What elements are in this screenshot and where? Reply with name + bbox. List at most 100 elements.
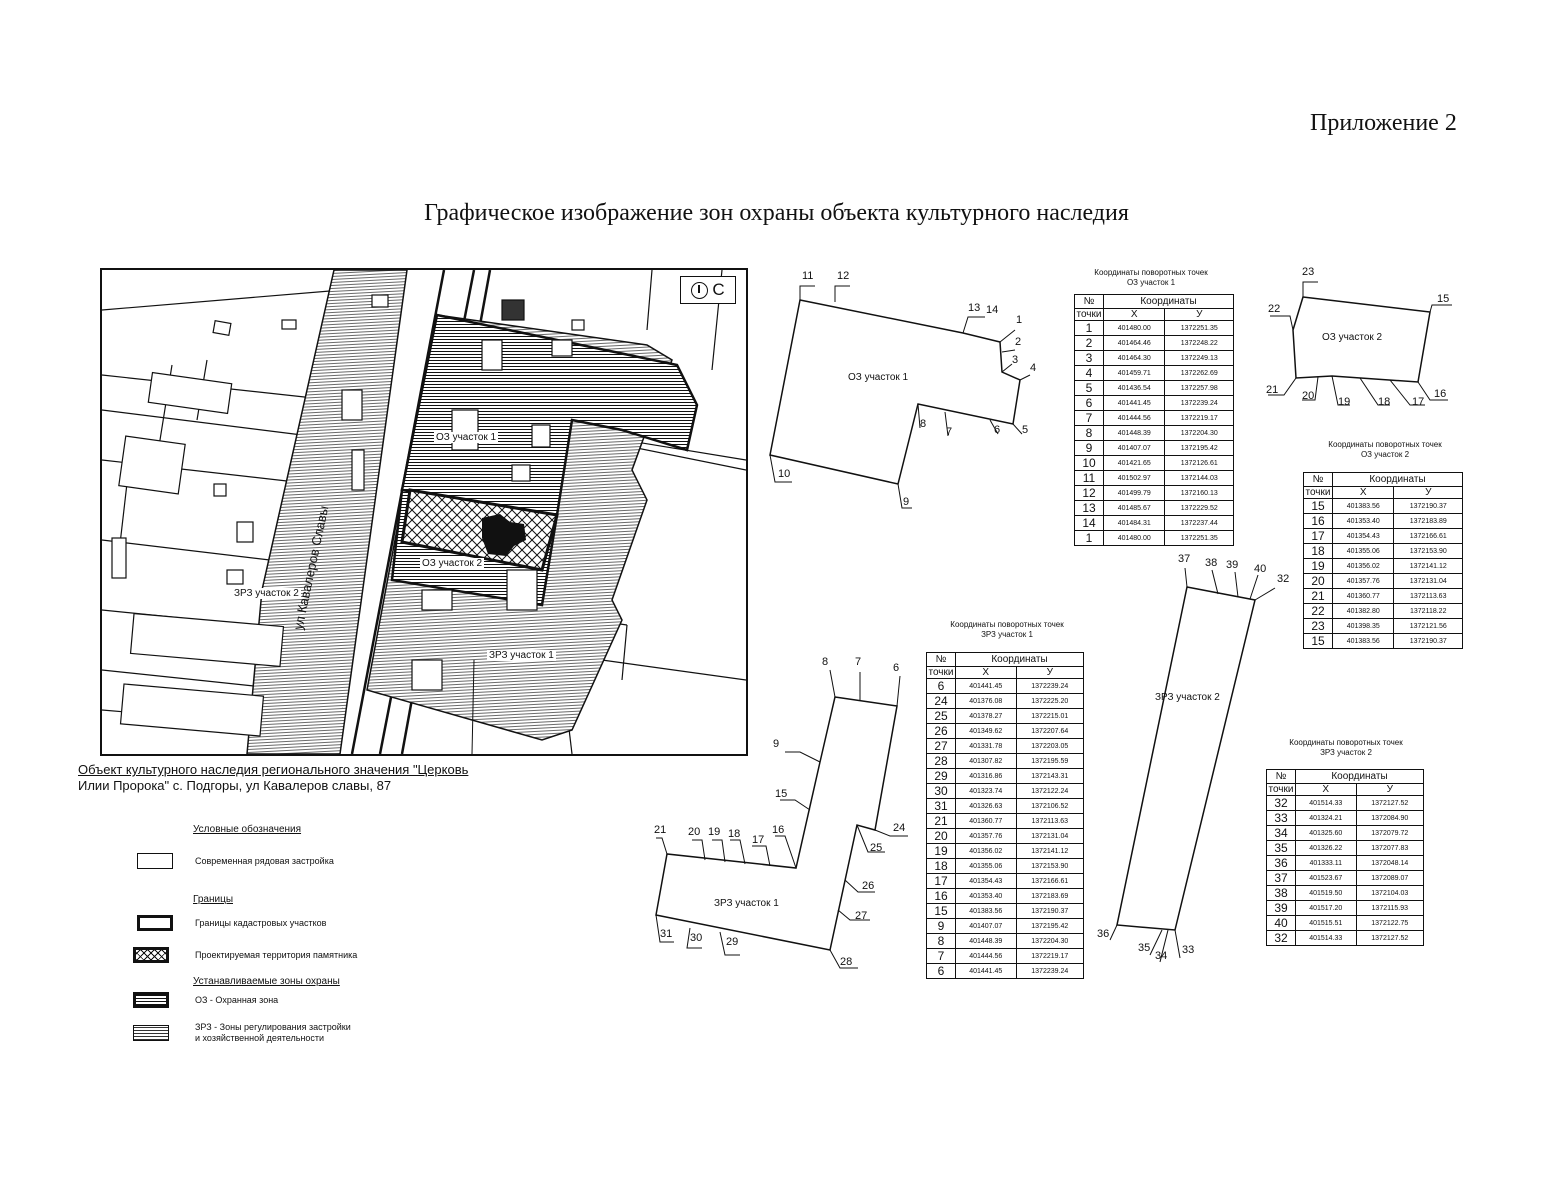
point-label: 11 bbox=[802, 270, 814, 282]
coord-y: 1372195.42 bbox=[1015, 918, 1085, 934]
coord-y: 1372127.52 bbox=[1355, 930, 1425, 946]
legend-zrz-label-1: ЗРЗ - Зоны регулирования застройки bbox=[195, 1022, 351, 1032]
north-arrow: С bbox=[680, 276, 736, 304]
coord-x: 401407.07 bbox=[1102, 440, 1166, 456]
coord-x: 401398.35 bbox=[1331, 618, 1395, 634]
coord-y: 1372127.52 bbox=[1355, 795, 1425, 811]
table-caption-oz1: Координаты поворотных точек ОЗ участок 1 bbox=[1070, 268, 1232, 288]
table-caption-zrz1: Координаты поворотных точек ЗРЗ участок … bbox=[928, 620, 1086, 640]
coord-y: 1372183.89 bbox=[1393, 513, 1463, 529]
coord-x: 401354.43 bbox=[955, 873, 1017, 889]
point-number: 2 bbox=[1074, 335, 1104, 351]
map-frame: ОЗ участок 1 ОЗ участок 2 ЗРЗ участок 1 … bbox=[100, 268, 748, 756]
point-number: 18 bbox=[926, 858, 956, 874]
coord-x: 401383.56 bbox=[1331, 633, 1395, 649]
point-label: 10 bbox=[778, 468, 791, 480]
coord-x: 401441.45 bbox=[1102, 395, 1166, 411]
col-head-no: № bbox=[1074, 294, 1104, 309]
col-head-coords: Координаты bbox=[1332, 472, 1463, 487]
coord-x: 401383.56 bbox=[1331, 498, 1395, 514]
coord-y: 1372190.37 bbox=[1015, 903, 1085, 919]
point-number: 26 bbox=[926, 723, 956, 739]
point-number: 11 bbox=[1074, 470, 1104, 486]
coord-y: 1372203.05 bbox=[1015, 738, 1085, 754]
coord-y: 1372248.22 bbox=[1164, 335, 1234, 351]
point-label: 20 bbox=[688, 826, 701, 838]
coord-x: 401324.21 bbox=[1295, 810, 1357, 826]
legend-cadastral: Границы кадастровых участков bbox=[137, 915, 326, 931]
scheme-oz2-label: ОЗ участок 2 bbox=[1322, 332, 1383, 343]
point-number: 25 bbox=[926, 708, 956, 724]
coord-x: 401480.00 bbox=[1102, 530, 1166, 546]
point-number: 23 bbox=[1303, 618, 1333, 634]
object-caption: Объект культурного наследия региональног… bbox=[78, 762, 478, 794]
point-label: 15 bbox=[1437, 293, 1450, 305]
coord-y: 1372190.37 bbox=[1393, 498, 1463, 514]
point-number: 16 bbox=[1303, 513, 1333, 529]
coord-x: 401382.80 bbox=[1331, 603, 1395, 619]
coord-x: 401444.56 bbox=[955, 948, 1017, 964]
coord-x: 401353.40 bbox=[955, 888, 1017, 904]
point-number: 22 bbox=[1303, 603, 1333, 619]
coord-y: 1372153.90 bbox=[1393, 543, 1463, 559]
legend-zrz: ЗРЗ - Зоны регулирования застройки и хоз… bbox=[133, 1022, 351, 1044]
monument-territory bbox=[400, 488, 559, 572]
map-label-zrz2: ЗРЗ участок 2 bbox=[232, 588, 301, 599]
object-callout-line bbox=[471, 659, 475, 754]
point-number: 21 bbox=[926, 813, 956, 829]
coord-y: 1372215.01 bbox=[1015, 708, 1085, 724]
coord-x: 401356.02 bbox=[955, 843, 1017, 859]
point-label: 23 bbox=[1302, 266, 1315, 278]
point-number: 9 bbox=[926, 918, 956, 934]
coord-x: 401499.79 bbox=[1102, 485, 1166, 501]
col-head-point: точки bbox=[1074, 308, 1104, 321]
coord-x: 401323.74 bbox=[955, 783, 1017, 799]
coord-y: 1372239.24 bbox=[1015, 963, 1085, 979]
page-title: Графическое изображение зон охраны объек… bbox=[424, 200, 1129, 226]
coord-y: 1372089.07 bbox=[1355, 870, 1425, 886]
coord-x: 401325.60 bbox=[1295, 825, 1357, 841]
coord-y: 1372219.17 bbox=[1015, 948, 1085, 964]
point-label: 1 bbox=[1016, 314, 1023, 326]
point-number: 20 bbox=[926, 828, 956, 844]
point-label: 32 bbox=[1277, 573, 1290, 585]
point-number: 24 bbox=[926, 693, 956, 709]
coord-y: 1372104.03 bbox=[1355, 885, 1425, 901]
map-label-oz1: ОЗ участок 1 bbox=[434, 432, 499, 443]
coord-y: 1372219.17 bbox=[1164, 410, 1234, 426]
point-label: 9 bbox=[773, 738, 780, 750]
coord-y: 1372204.30 bbox=[1015, 933, 1085, 949]
table-caption-line: ЗРЗ участок 1 bbox=[981, 630, 1033, 639]
point-label: 3 bbox=[1012, 354, 1019, 366]
coord-x: 401502.97 bbox=[1102, 470, 1166, 486]
coord-x: 401523.67 bbox=[1295, 870, 1357, 886]
coord-y: 1372251.35 bbox=[1164, 320, 1234, 336]
point-label: 16 bbox=[1434, 388, 1447, 400]
col-head-y: У bbox=[1015, 666, 1085, 679]
point-label: 17 bbox=[1412, 396, 1425, 408]
coord-y: 1372249.13 bbox=[1164, 350, 1234, 366]
coord-x: 401517.20 bbox=[1295, 900, 1357, 916]
coord-y: 1372115.93 bbox=[1355, 900, 1425, 916]
col-head-coords: Координаты bbox=[1103, 294, 1234, 309]
col-head-no: № bbox=[926, 652, 956, 667]
point-number: 1 bbox=[1074, 530, 1104, 546]
point-label: 21 bbox=[1266, 384, 1279, 396]
